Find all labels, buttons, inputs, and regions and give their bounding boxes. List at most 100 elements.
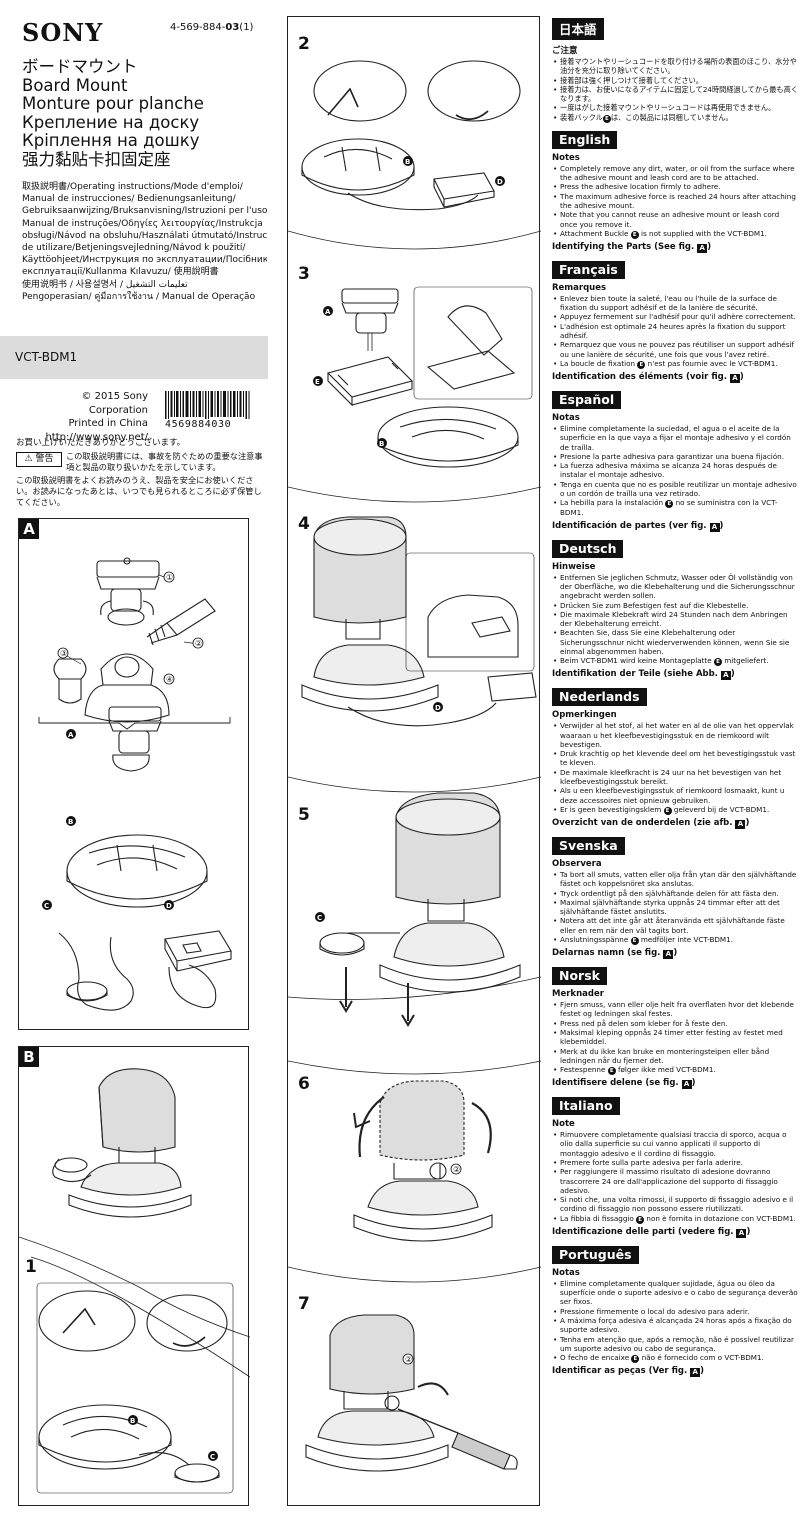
note-item: O fecho de encaixe E não é fornecido com… xyxy=(552,1353,798,1364)
language-line: Pengoperasian/ คู่มือการใช้งาน / Manual … xyxy=(22,291,256,302)
keep-manual-text: この取扱説明書をよくお読みのうえ、製品を安全にお使いください。お読みになったあと… xyxy=(16,475,262,507)
note-item: Appuyez fermement sur l'adhésif pour qu'… xyxy=(552,312,798,321)
note-item: Note that you cannot reuse an adhesive m… xyxy=(552,210,798,229)
left-column: SONY 4-569-884-03(1) ボードマウント Board Mount… xyxy=(0,0,270,1518)
identify-parts-heading: Identification des éléments (voir fig. A… xyxy=(552,371,744,383)
note-item: Pressione firmemente o local do adesivo … xyxy=(552,1307,798,1316)
part-letter-badge: E xyxy=(607,1067,616,1076)
warning-text: この取扱説明書には、事故を防ぐための重要な注意事項と製品の取り扱いかたを示してい… xyxy=(66,451,263,472)
note-item: Completely remove any dirt, water, or oi… xyxy=(552,164,798,183)
note-item: 接着部は強く押しつけて接着してください。 xyxy=(552,76,798,85)
printed-in: Printed in China xyxy=(68,418,148,429)
part-letter-badge: E xyxy=(637,360,646,369)
figure-ref-badge: A xyxy=(690,1368,701,1378)
note-item: Drücken Sie zum Befestigen fest auf die … xyxy=(552,601,798,610)
model-number: VCT-BDM1 xyxy=(15,350,78,364)
language-tag: 日本語 xyxy=(552,18,604,40)
figure-ref-badge: A xyxy=(736,1228,747,1238)
note-item: Per raggiungere il massimo risultato di … xyxy=(552,1167,798,1195)
figure-a-drawing: ① ② ③ ④ A B C D xyxy=(38,557,232,1011)
identify-parts-heading: Identificar as peças (Ver fig. A) xyxy=(552,1366,705,1378)
language-line: Käyttöohjeet/Инструкция по эксплуатации/… xyxy=(22,255,267,266)
language-tag: Nederlands xyxy=(552,688,647,707)
part-letter-badge: E xyxy=(630,937,639,946)
note-item: Remarquez que vous ne pouvez pas réutili… xyxy=(552,340,798,359)
step-2-label: 2 xyxy=(298,34,310,54)
language-line: 使用说明书 / 사용설명서 / تعليمات التشغيل xyxy=(22,279,188,290)
figure-b-assembly: B 1 xyxy=(18,1046,250,1506)
note-item: De maximale kleefkracht is 24 uur na het… xyxy=(552,768,798,787)
note-item: Er is geen bevestigingsklem E geleverd b… xyxy=(552,805,798,815)
note-item: Merk at du ikke kan bruke en monteringst… xyxy=(552,1047,798,1066)
model-band: VCT-BDM1 xyxy=(0,336,268,379)
language-line: Manual de instrucciones/ Bedienungsanlei… xyxy=(22,194,236,205)
identify-parts-heading: Identifikation der Teile (siehe Abb. A) xyxy=(552,669,735,681)
notes-heading: Notes xyxy=(552,152,580,163)
note-item: Fjern smuss, vann eller olje helt fra ov… xyxy=(552,1000,798,1019)
language-tag: Español xyxy=(552,390,622,409)
callout-b: B xyxy=(405,158,410,166)
section-english: EnglishNotesCompletely remove any dirt, … xyxy=(552,129,798,253)
language-line: 取扱説明書/Operating instructions/Mode d'empl… xyxy=(22,182,243,192)
notes-list: Entfernen Sie jeglichen Schmutz, Wasser … xyxy=(552,573,798,667)
title-zh: 强力黏贴卡扣固定座 xyxy=(22,149,171,169)
part-letter-badge: E xyxy=(636,1215,645,1224)
identify-parts-heading: Delarnas namn (se fig. A) xyxy=(552,948,678,960)
language-tag: Deutsch xyxy=(552,539,624,558)
language-tag: Português xyxy=(552,1245,639,1264)
note-item: Tryck ordentligt på den självhäftande de… xyxy=(552,889,798,898)
step-3-label: 3 xyxy=(298,264,310,284)
notes-list: Elimine completamente qualquer sujidade,… xyxy=(552,1279,798,1364)
sony-url[interactable]: http://www.sony.net/ xyxy=(45,431,148,443)
figure-ref-badge: A xyxy=(681,1080,692,1090)
figure-ref-badge: A xyxy=(663,950,674,960)
section-nederlands: NederlandsOpmerkingenVerwijder al het st… xyxy=(552,686,798,829)
part-letter-badge: E xyxy=(630,230,639,239)
notes-list: Fjern smuss, vann eller olje helt fra ov… xyxy=(552,1000,798,1076)
language-line: de utilizare/Betjeningsvejledning/Návod … xyxy=(22,243,246,254)
figure-a-parts: A xyxy=(18,518,249,1030)
notes-list: 接着マウントやリーシュコードを取り付ける場所の表面のほこり、水分や油分を充分に取… xyxy=(552,57,798,123)
assembly-steps-drawing: 2 3 4 5 6 7 xyxy=(288,34,541,1472)
note-item: Attachment Buckle E is not supplied with… xyxy=(552,229,798,239)
title-ru: Крепление на доску xyxy=(22,112,200,132)
barcode-number: 4569884030 xyxy=(165,419,232,430)
language-line: експлуатації/Kullanma Kılavuzu/ 使用說明書 xyxy=(22,267,219,278)
notes-list: Elimine completamente la suciedad, el ag… xyxy=(552,424,798,518)
title-en: Board Mount xyxy=(22,75,128,95)
note-item: Elimine completamente la suciedad, el ag… xyxy=(552,424,798,452)
barcode xyxy=(165,391,250,419)
sony-logo: SONY xyxy=(22,18,104,47)
part-letter-badge: E xyxy=(713,658,722,667)
figure-b-drawing: 1 B C xyxy=(19,1068,250,1494)
notes-heading: Notas xyxy=(552,1267,580,1278)
callout-4: ④ xyxy=(166,675,173,684)
callout-2: ② xyxy=(405,1355,412,1364)
part-letter-badge: E xyxy=(602,114,611,123)
note-item: Enlevez bien toute la saleté, l'eau ou l… xyxy=(552,294,798,313)
section-portugue-s: PortuguêsNotasElimine completamente qual… xyxy=(552,1244,798,1378)
callout-1: ① xyxy=(166,573,173,582)
note-item: Beim VCT-BDM1 wird keine Montageplatte E… xyxy=(552,656,798,667)
step-5-label: 5 xyxy=(298,805,310,825)
figure-ref-badge: A xyxy=(697,243,708,253)
callout-d: D xyxy=(166,902,172,910)
notes-heading: Merknader xyxy=(552,989,604,1000)
note-item: Ta bort all smuts, vatten eller olja frå… xyxy=(552,870,798,889)
note-item: Notera att det inte går att återanvända … xyxy=(552,916,798,935)
note-item: Entfernen Sie jeglichen Schmutz, Wasser … xyxy=(552,573,798,601)
notes-heading: Observera xyxy=(552,858,602,869)
note-item: Festespenne E følger ikke med VCT-BDM1. xyxy=(552,1065,798,1076)
title-fr: Monture pour planche xyxy=(22,94,204,113)
note-item: Presione la parte adhesiva para garantiz… xyxy=(552,452,798,461)
note-item: The maximum adhesive force is reached 24… xyxy=(552,192,798,211)
callout-b: B xyxy=(130,1417,135,1425)
note-item: Als u een kleefbevestigingsstuk of riemk… xyxy=(552,786,798,805)
part-number: 4-569-884-03(1) xyxy=(170,22,254,33)
notes-heading: Notas xyxy=(552,412,580,423)
notes-heading: Hinweise xyxy=(552,561,596,572)
identify-parts-heading: Identifying the Parts (See fig. A) xyxy=(552,241,712,253)
title-ja: ボードマウント xyxy=(22,57,138,76)
notes-list: Rimuovere completamente qualsiasi tracci… xyxy=(552,1130,798,1224)
